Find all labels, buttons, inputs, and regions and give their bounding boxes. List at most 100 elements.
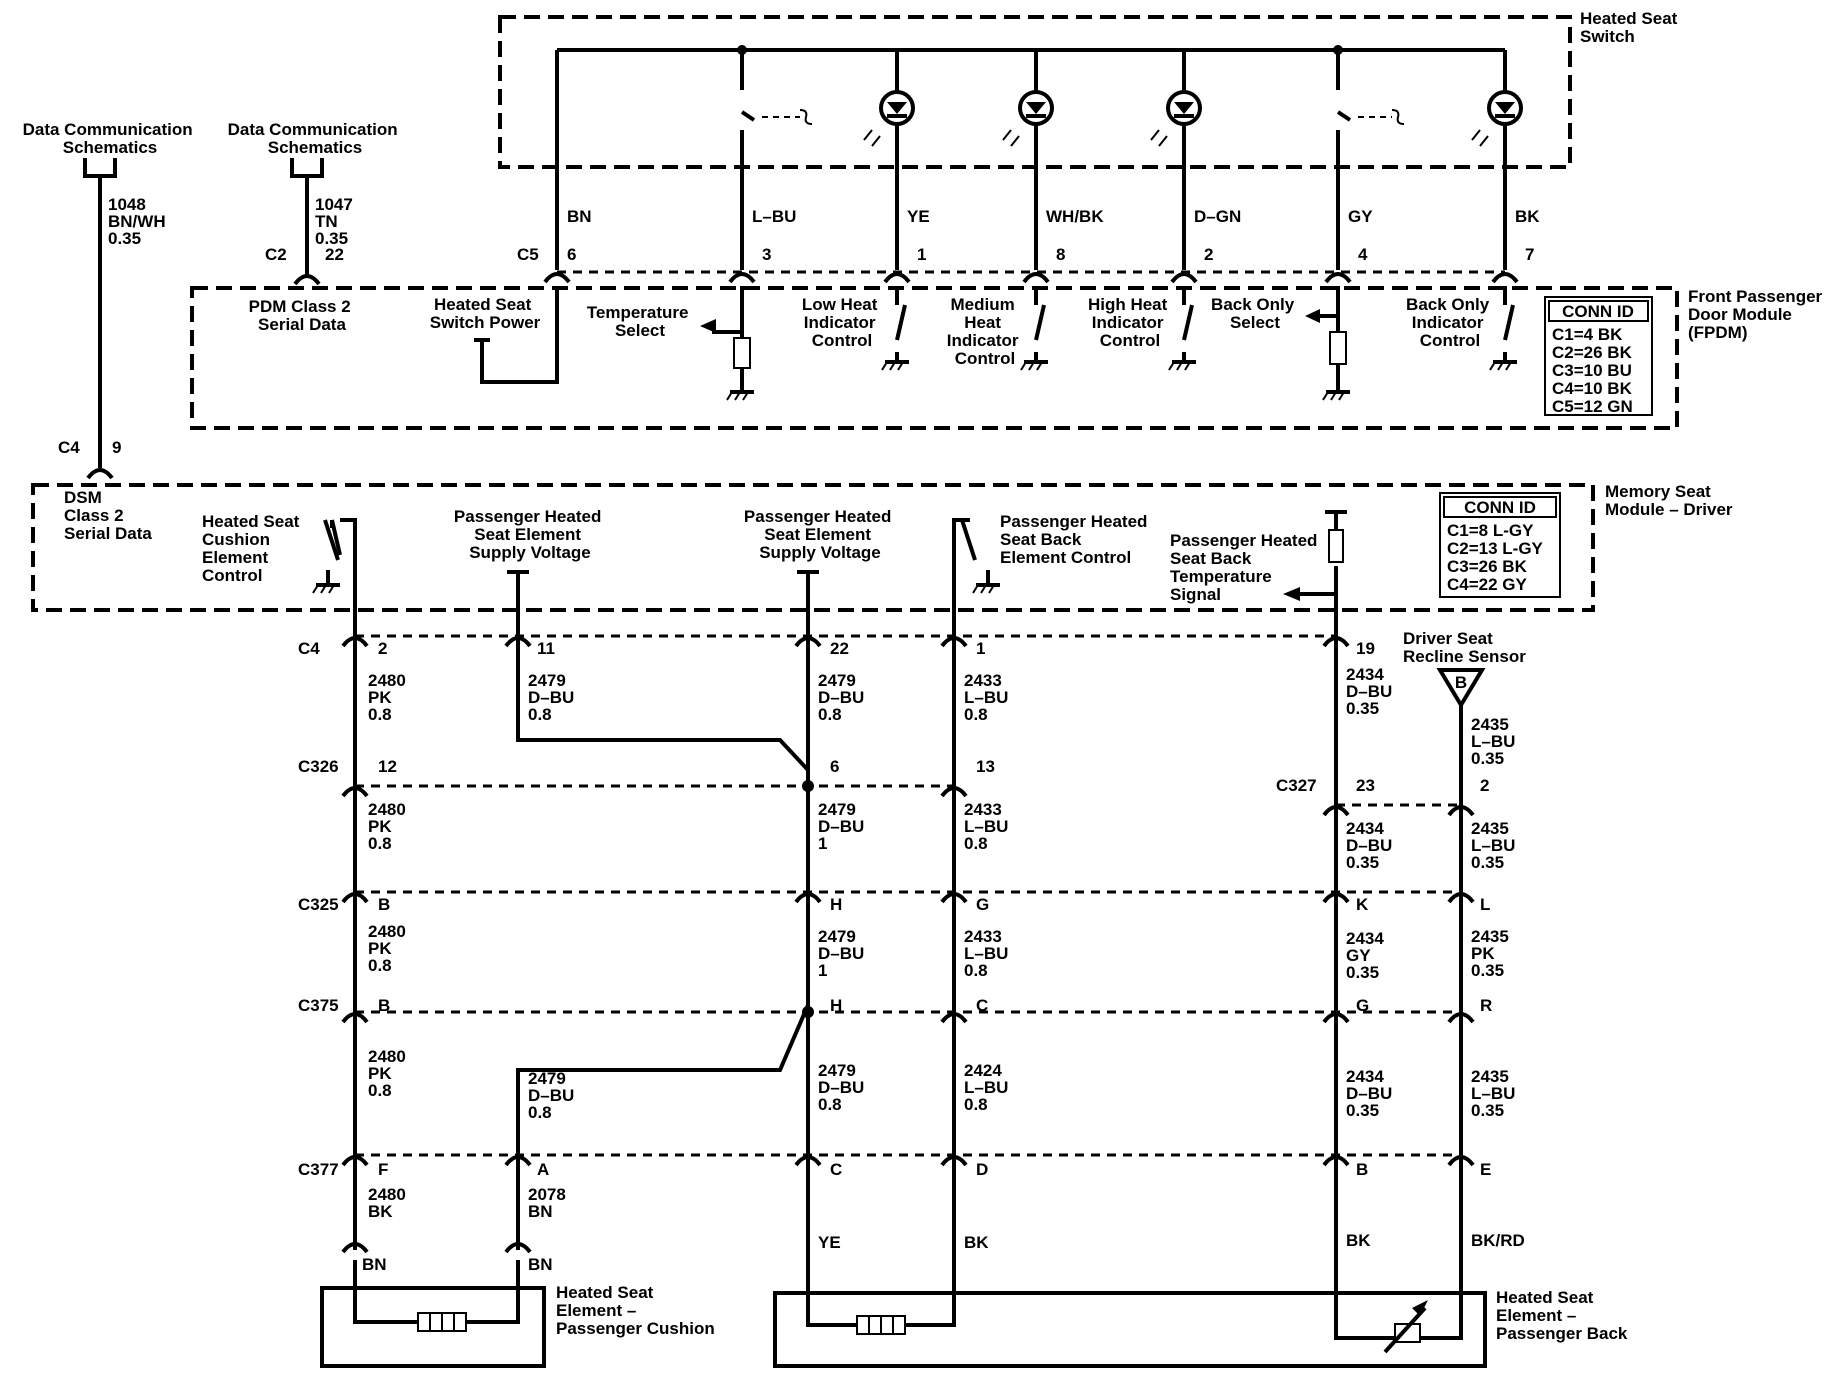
svg-text:22: 22 bbox=[830, 639, 849, 658]
recline-sensor: Driver Seat Recline Sensor B bbox=[1403, 629, 1526, 790]
svg-text:Back Only Indicator: Back Only Indicator Control bbox=[1406, 295, 1494, 350]
svg-text:Passenger Heated Seat El: Passenger Heated Seat Element Supply Vol… bbox=[454, 507, 606, 562]
svg-text:3: 3 bbox=[762, 245, 771, 264]
fpdm-connector-pins bbox=[543, 270, 1519, 284]
svg-text:E: E bbox=[1480, 1160, 1491, 1179]
back-element: YE BK BK BK/RD Heated Seat Element – Pas… bbox=[773, 1231, 1628, 1368]
svg-text:1: 1 bbox=[917, 245, 926, 264]
svg-text:C2=26 BK: C2=26 BK bbox=[1552, 343, 1633, 362]
svg-text:BK: BK bbox=[964, 1233, 989, 1252]
svg-text:Data Communication Schem: Data Communication Schematics bbox=[228, 120, 403, 157]
svg-text:B: B bbox=[1455, 673, 1467, 692]
svg-text:23: 23 bbox=[1356, 776, 1375, 795]
svg-text:G: G bbox=[976, 895, 989, 914]
svg-text:B: B bbox=[378, 895, 390, 914]
svg-text:A: A bbox=[537, 1160, 549, 1179]
svg-text:C377: C377 bbox=[298, 1160, 339, 1179]
svg-text:H: H bbox=[830, 996, 842, 1015]
dsm-conn-id-table: CONN ID C1=8 L-GY C2=13 L-GY C3=26 BK C4… bbox=[1439, 492, 1561, 598]
dsm-title: Memory Seat Module – Driver bbox=[1605, 482, 1733, 519]
svg-text:G: G bbox=[1356, 996, 1369, 1015]
svg-text:C4: C4 bbox=[58, 438, 80, 457]
data-comm-left: Data Communication Schematics 1048 BN/WH… bbox=[23, 120, 198, 480]
svg-text:1047 TN 0.35: 1047 TN 0.35 bbox=[315, 195, 358, 248]
svg-text:YE: YE bbox=[818, 1233, 841, 1252]
harness-connectors: C4 C326 C327 C325 C375 C377 2 11 22 1 19… bbox=[298, 634, 1492, 1179]
fpdm-title: Front Passenger Door Module (FPDM) bbox=[1688, 287, 1827, 342]
svg-text:CONN ID: CONN ID bbox=[1464, 498, 1536, 517]
svg-text:C3=26 BK: C3=26 BK bbox=[1447, 557, 1528, 576]
svg-text:1048 BN/WH 0.35: 1048 BN/WH 0.35 bbox=[108, 195, 170, 248]
data-comm-right: Data Communication Schematics 1047 TN 0.… bbox=[228, 120, 403, 286]
svg-text:WH/BK: WH/BK bbox=[1046, 207, 1104, 226]
svg-text:GY: GY bbox=[1348, 207, 1373, 226]
svg-text:Driver Seat Recline Sens: Driver Seat Recline Sensor bbox=[1403, 629, 1526, 666]
svg-text:C5=12 GN: C5=12 GN bbox=[1552, 397, 1633, 416]
svg-text:C375: C375 bbox=[298, 996, 339, 1015]
svg-text:11: 11 bbox=[537, 639, 555, 658]
svg-text:B: B bbox=[378, 996, 390, 1015]
svg-text:Heated Seat Switch Power: Heated Seat Switch Power bbox=[430, 295, 541, 332]
svg-text:High Heat Indicator: High Heat Indicator Control bbox=[1088, 295, 1172, 350]
svg-text:C4=22 GY: C4=22 GY bbox=[1447, 575, 1528, 594]
svg-text:C: C bbox=[976, 996, 988, 1015]
svg-text:BK/RD: BK/RD bbox=[1471, 1231, 1525, 1250]
memory-seat-module-box bbox=[31, 483, 1595, 612]
svg-text:2: 2 bbox=[1204, 245, 1213, 264]
svg-text:BN: BN bbox=[567, 207, 592, 226]
svg-text:6: 6 bbox=[830, 757, 839, 776]
svg-text:BK: BK bbox=[1346, 1231, 1371, 1250]
svg-text:C5: C5 bbox=[517, 245, 539, 264]
svg-text:C4=10 BK: C4=10 BK bbox=[1552, 379, 1633, 398]
svg-text:4: 4 bbox=[1358, 245, 1368, 264]
svg-text:C325: C325 bbox=[298, 895, 339, 914]
fpdm-conn-id-table: CONN ID C1=4 BK C2=26 BK C3=10 BU C4=10 … bbox=[1544, 296, 1653, 416]
cushion-element: BN BN Heated Seat Element – Passenger Cu… bbox=[320, 1255, 715, 1368]
dsm-internals: DSM Class 2 Serial Data Heated Seat Cush… bbox=[64, 488, 1347, 630]
svg-text:C1=4 BK: C1=4 BK bbox=[1552, 325, 1623, 344]
svg-text:22: 22 bbox=[325, 245, 344, 264]
svg-text:Back Only Select: Back Only Select bbox=[1211, 295, 1299, 332]
svg-text:Heated Seat Element –: Heated Seat Element – Passenger Back bbox=[1496, 1288, 1628, 1343]
svg-text:Heated Seat Element –: Heated Seat Element – Passenger Cushion bbox=[556, 1283, 715, 1338]
svg-text:B: B bbox=[1356, 1160, 1368, 1179]
svg-text:C: C bbox=[830, 1160, 842, 1179]
svg-text:C326: C326 bbox=[298, 757, 339, 776]
harness-wires bbox=[341, 610, 1475, 1340]
svg-text:F: F bbox=[378, 1160, 388, 1179]
svg-text:Passenger Heated Seat Ba: Passenger Heated Seat Back Element Contr… bbox=[1000, 512, 1152, 567]
svg-text:YE: YE bbox=[907, 207, 930, 226]
svg-text:R: R bbox=[1480, 996, 1492, 1015]
svg-text:Temperature Select: Temperature Select bbox=[587, 303, 693, 340]
svg-text:Heated Seat Cushion: Heated Seat Cushion Element Control bbox=[202, 512, 304, 585]
medium-heat-led-icon bbox=[1002, 90, 1054, 147]
switch-wire-labels: BN L–BU YE WH/BK D–GN GY BK 6 3 1 8 2 4 … bbox=[517, 207, 1540, 264]
svg-text:Data Communication Schem: Data Communication Schematics bbox=[23, 120, 198, 157]
svg-text:Medium Heat Indica: Medium Heat Indicator Control bbox=[947, 295, 1024, 368]
svg-text:8: 8 bbox=[1056, 245, 1065, 264]
svg-text:BN: BN bbox=[528, 1255, 553, 1274]
switch-title: Heated Seat Switch bbox=[1580, 9, 1682, 46]
svg-text:CONN ID: CONN ID bbox=[1562, 302, 1634, 321]
svg-text:BK: BK bbox=[1515, 207, 1540, 226]
svg-text:D–GN: D–GN bbox=[1194, 207, 1241, 226]
